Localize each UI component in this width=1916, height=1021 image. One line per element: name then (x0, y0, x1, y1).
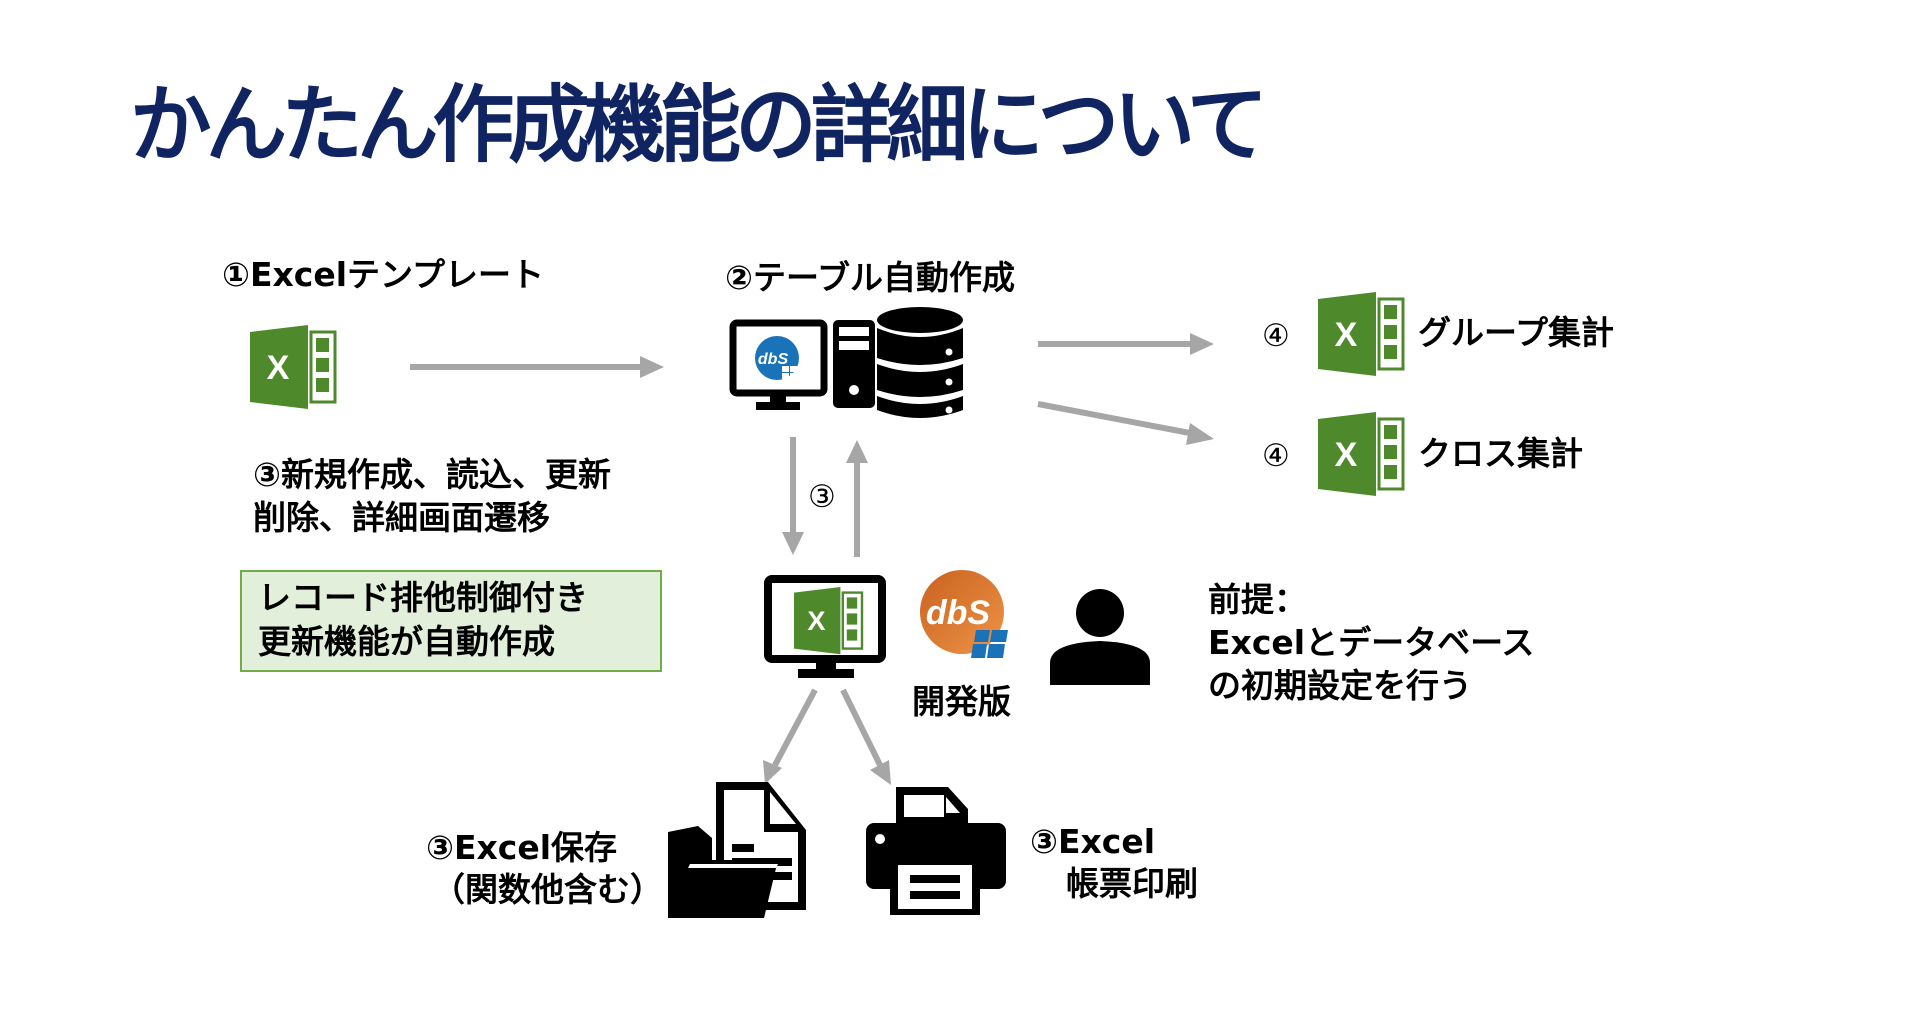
dbsheet-dev-logo-icon: dbS (920, 570, 1008, 658)
group-aggregate-label: グループ集計 (1418, 313, 1615, 352)
prereq-line2: Excelとデータベース (1208, 623, 1535, 662)
arrow-template-to-table (410, 356, 664, 378)
server-monitor-icon: dbS (729, 319, 828, 410)
dbsheet-logo-icon: dbS (755, 336, 799, 380)
dev-edition-label: 開発版 (912, 682, 1011, 721)
excel-save-line2: （関数他含む） (432, 870, 663, 909)
prereq-line3: の初期設定を行う (1208, 666, 1472, 705)
excel-icon: X (1318, 292, 1405, 376)
arrow-client-to-print (840, 688, 891, 785)
record-lock-note-line2: 更新機能が自動作成 (258, 622, 555, 661)
table-auto-label: ②テーブル自動作成 (725, 258, 1015, 297)
prereq-line1: 前提： (1208, 580, 1307, 619)
dbs-logo-text: dbS (926, 594, 991, 632)
cross-aggregate-label: クロス集計 (1418, 434, 1583, 473)
arrow-client-to-server (846, 440, 868, 557)
crud-line2: 削除、詳細画面遷移 (253, 498, 550, 537)
record-lock-note: レコード排他制御付き 更新機能が自動作成 (240, 570, 662, 672)
arrow-table-to-group (1038, 333, 1214, 355)
arrow-table-to-cross (1037, 401, 1214, 445)
arrow-client-to-save (763, 688, 818, 784)
user-icon (1050, 589, 1150, 685)
arrow-server-to-client (782, 437, 804, 555)
excel-print-line2: 帳票印刷 (1066, 864, 1198, 903)
excel-print-line1: ③Excel (1030, 822, 1156, 861)
client-monitor-icon: X (764, 575, 886, 678)
record-lock-note-line1: レコード排他制御付き (258, 578, 588, 617)
cross-marker: ④ (1262, 438, 1290, 474)
svg-text:dbS: dbS (758, 351, 789, 368)
excel-icon: X (794, 587, 864, 655)
database-icon (877, 307, 963, 418)
crud-line1: ③新規作成、読込、更新 (253, 455, 611, 494)
svg-text:X: X (1335, 316, 1358, 354)
svg-text:X: X (1335, 436, 1358, 474)
excel-save-line1: ③Excel保存 (426, 828, 618, 867)
roundtrip-marker: ③ (808, 479, 836, 515)
tower-pc-icon (833, 320, 875, 408)
excel-icon: X (1318, 412, 1405, 496)
folder-document-icon (668, 782, 806, 918)
svg-text:X: X (807, 605, 825, 636)
excel-icon: X (250, 325, 337, 409)
svg-text:X: X (267, 349, 290, 387)
slide-title: かんたん作成機能の詳細について (130, 76, 1268, 174)
group-marker: ④ (1262, 318, 1290, 354)
printer-icon (866, 787, 1006, 915)
template-label: ①Excelテンプレート (222, 255, 545, 294)
